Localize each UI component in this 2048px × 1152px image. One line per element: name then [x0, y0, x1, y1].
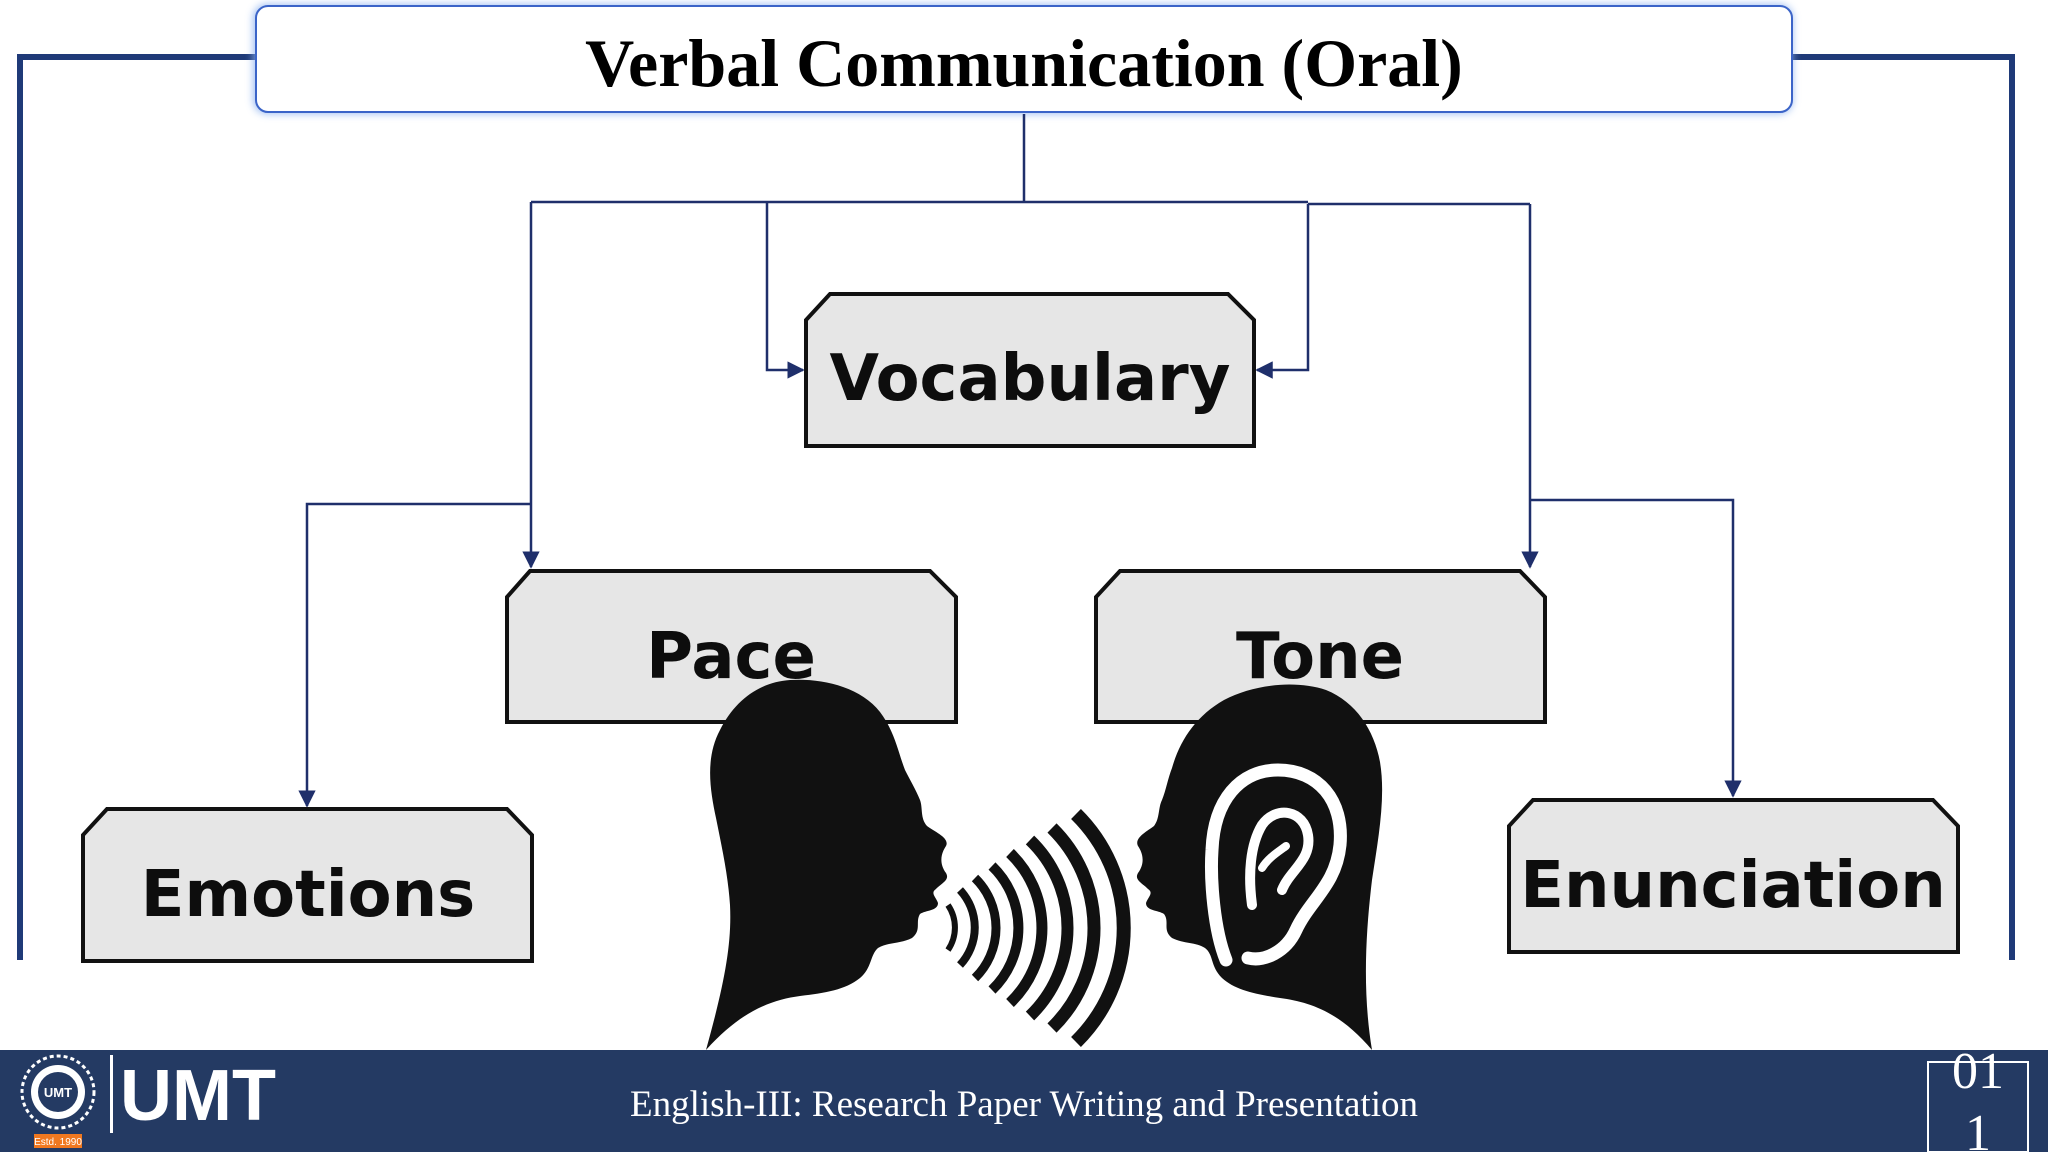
connector-enunciation [1530, 498, 1742, 798]
node-label-emotions: Emotions [141, 858, 476, 932]
estd-text: Estd. 1990 [34, 1137, 82, 1148]
node-label-vocabulary: Vocabulary [830, 342, 1231, 416]
connector-vocabulary-right [1255, 204, 1310, 379]
node-label-tone: Tone [1236, 620, 1404, 694]
conversation-illustration [706, 679, 1383, 1050]
speaker-head-icon [706, 679, 948, 1050]
outer-frame [17, 54, 2015, 960]
node-tone: Tone [1094, 569, 1547, 724]
frame-right [1792, 54, 2015, 960]
node-emotions: Emotions [81, 807, 534, 963]
ear-icon [1205, 763, 1347, 967]
node-enunciation: Enunciation [1507, 798, 1960, 954]
connector-emotions [298, 502, 531, 808]
frame-left [17, 54, 256, 960]
seal-text: UMT [44, 1085, 72, 1100]
footer-background [0, 1050, 2048, 1152]
node-label-enunciation: Enunciation [1520, 849, 1946, 923]
footer-logo-divider [110, 1055, 113, 1133]
sound-waves-icon [945, 809, 1131, 1047]
umt-seal-icon: UMT Estd. 1990 [20, 1054, 96, 1148]
title: Verbal Communication (Oral) [585, 25, 1463, 101]
footer-course-title: English-III: Research Paper Writing and … [630, 1084, 1418, 1125]
footer-logo-text: UMT [120, 1056, 276, 1136]
node-pace: Pace [505, 569, 958, 724]
node-vocabulary: Vocabulary [804, 292, 1256, 448]
page-number-overflow: 1 [1965, 1105, 1991, 1152]
page-number: 01 [1952, 1043, 2004, 1100]
title-box: Verbal Communication (Oral) [253, 4, 1793, 114]
connectors [298, 114, 1742, 808]
page-number-box [1927, 1061, 2029, 1152]
connector-vocabulary-left [765, 202, 805, 379]
footer: UMT Estd. 1990 UMT English-III: Research… [0, 1043, 2048, 1152]
